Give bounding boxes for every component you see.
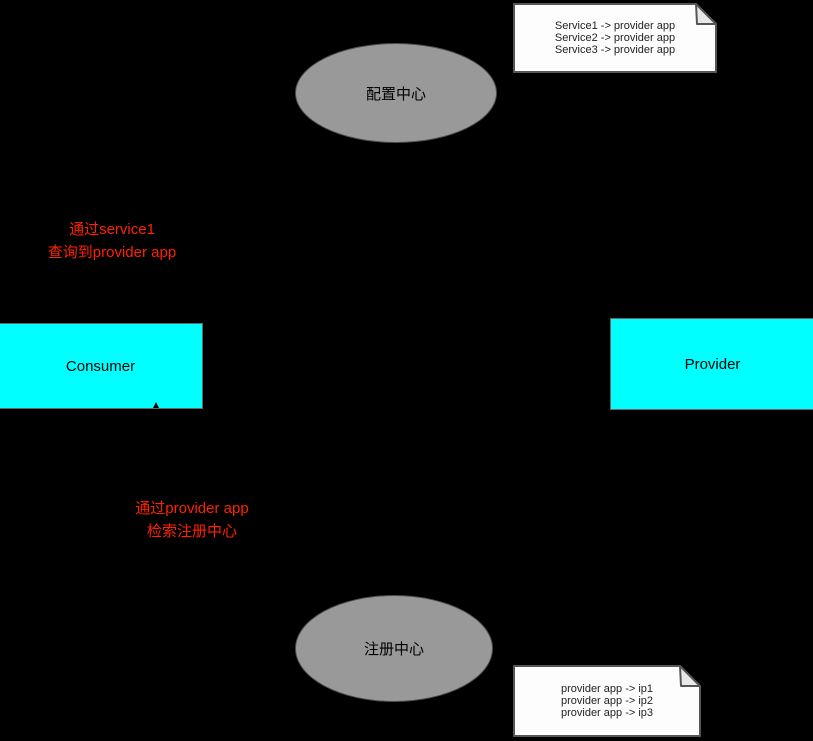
- config-mappings-note: Service1 -> provider app Service2 -> pro…: [513, 3, 717, 73]
- config-mappings-text: Service1 -> provider app Service2 -> pro…: [513, 3, 717, 73]
- consumer-node: Consumer: [0, 323, 203, 409]
- edge-label-line: 检索注册中心: [146, 523, 237, 540]
- edge-label-line: 查询到provider app: [47, 244, 177, 261]
- edge-label-line: 通过service1: [69, 221, 155, 238]
- consumer-label: Consumer: [65, 357, 136, 375]
- note-line: provider app -> ip3: [560, 707, 654, 719]
- registry-lookup-label: 通过provider app 检索注册中心: [106, 497, 278, 543]
- config-center-label: 配置中心: [365, 85, 426, 103]
- edge-label-line: 通过provider app: [135, 500, 249, 517]
- arrowhead-icon: [153, 402, 159, 408]
- registry-mappings-note: provider app -> ip1 provider app -> ip2 …: [513, 665, 701, 737]
- note-line: Service2 -> provider app: [554, 32, 676, 44]
- note-line: provider app -> ip1: [560, 683, 654, 695]
- provider-node: Provider: [610, 318, 813, 410]
- registry-center-node: 注册中心: [295, 595, 493, 702]
- config-lookup-label: 通过service1 查询到provider app: [26, 218, 198, 264]
- document-shape-icon: [513, 3, 717, 73]
- note-line: Service1 -> provider app: [554, 20, 676, 32]
- note-line: Service3 -> provider app: [554, 44, 676, 56]
- registry-mappings-text: provider app -> ip1 provider app -> ip2 …: [513, 665, 701, 737]
- registry-center-label: 注册中心: [363, 641, 424, 658]
- document-shape-icon: [513, 665, 701, 737]
- config-center-node: 配置中心: [295, 43, 497, 143]
- provider-label: Provider: [684, 355, 741, 373]
- note-line: provider app -> ip2: [560, 695, 654, 707]
